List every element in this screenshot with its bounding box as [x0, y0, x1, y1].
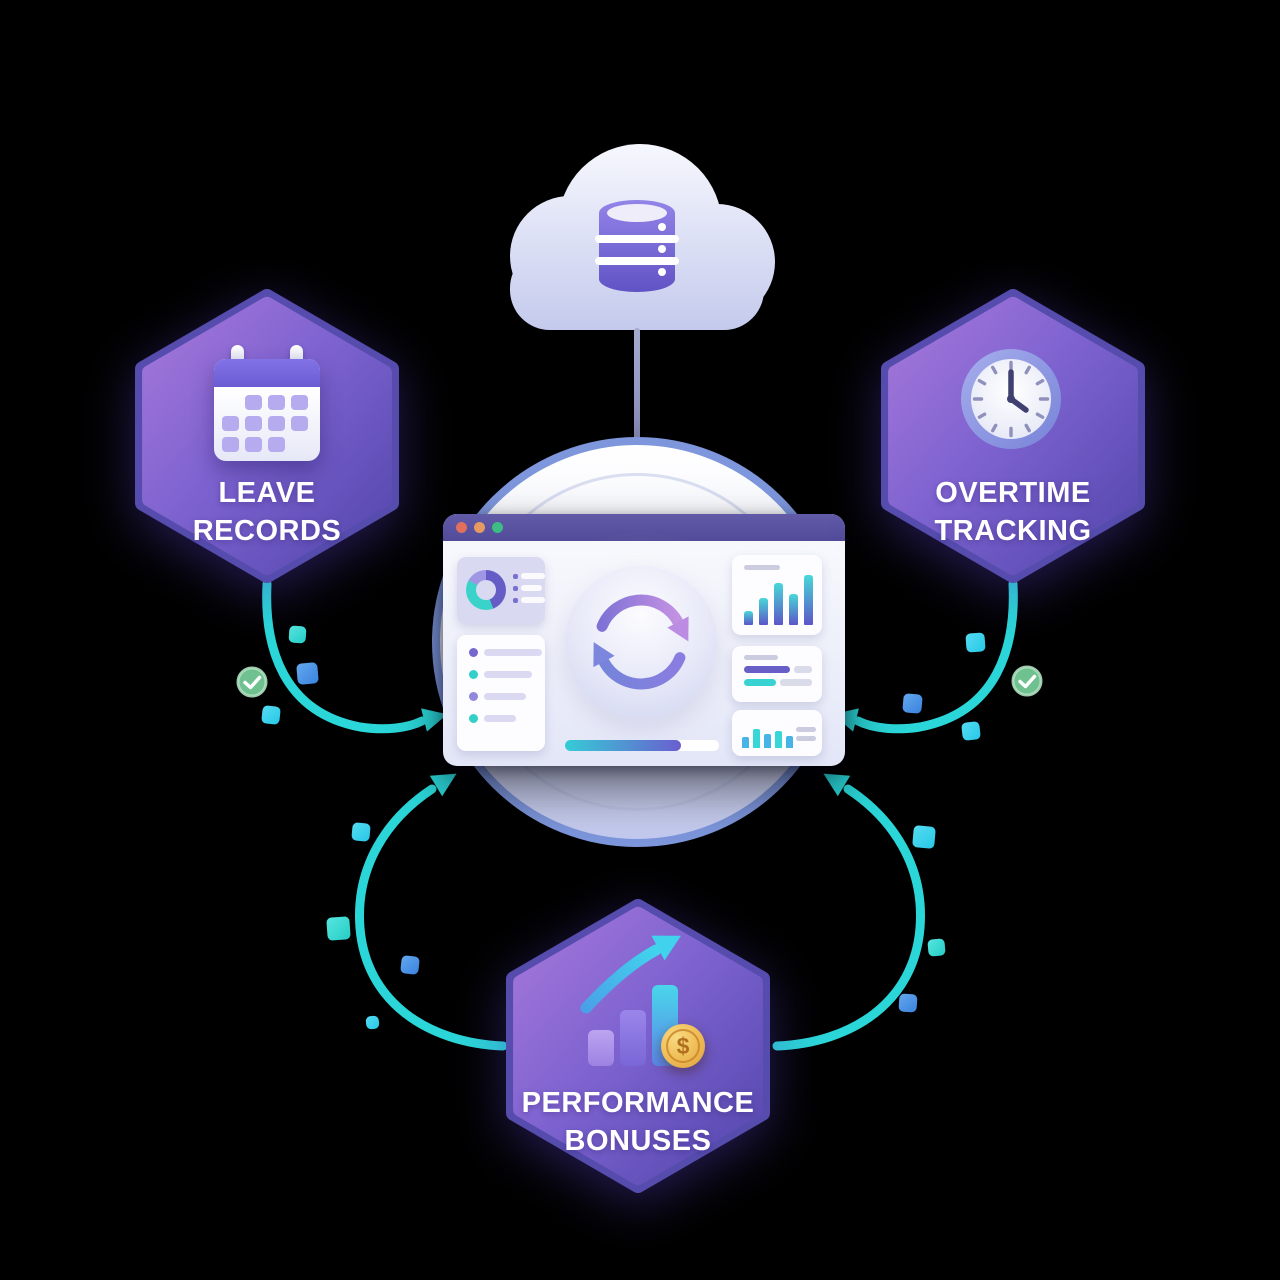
decor-square — [400, 955, 420, 975]
window-close-button — [456, 522, 467, 533]
hexagon-shape — [506, 899, 770, 1193]
cloud-database-node — [470, 138, 804, 338]
task-list-card — [457, 635, 545, 751]
donut-chart-card — [457, 557, 545, 624]
badge-label-line1: PERFORMANCE — [521, 1087, 755, 1119]
mini-bars-icon — [742, 718, 793, 748]
decor-square — [261, 705, 281, 725]
mini-chart-card — [732, 710, 822, 756]
decor-square — [288, 625, 307, 644]
decor-square — [927, 938, 946, 957]
dashboard-window — [443, 514, 845, 766]
cloud-connector-line — [634, 328, 640, 460]
calendar-icon — [214, 345, 320, 461]
decor-square — [365, 1015, 380, 1030]
badge-label-line2: TRACKING — [934, 515, 1092, 547]
badge-performance-bonuses: $ PERFORMANCE BONUSES — [498, 896, 778, 1202]
growth-arrow-icon — [580, 935, 681, 1014]
growth-bar-1 — [588, 1030, 614, 1066]
badge-overtime-tracking: OVERTIME TRACKING — [873, 286, 1153, 592]
bar-chart-icon — [744, 575, 813, 625]
check-icon — [1011, 665, 1043, 697]
window-minimize-button — [474, 522, 485, 533]
database-icon — [595, 200, 679, 292]
coin-icon: $ — [661, 1024, 705, 1068]
arrow-leave-to-center — [262, 579, 427, 734]
decor-square — [902, 693, 923, 714]
badge-leave-records: LEAVE RECORDS — [127, 286, 407, 592]
decor-square — [965, 632, 986, 653]
decor-square — [351, 822, 371, 842]
check-icon — [236, 666, 268, 698]
donut-chart-icon — [466, 570, 506, 610]
progress-bar — [565, 740, 719, 751]
badge-label: OVERTIME TRACKING — [873, 474, 1153, 550]
stats-lines-card — [732, 646, 822, 702]
arrow-center-to-bonus-left — [355, 784, 508, 1051]
badge-label-line2: RECORDS — [192, 515, 342, 547]
clock-icon — [961, 349, 1061, 449]
progress-fill — [565, 740, 681, 751]
window-titlebar — [443, 514, 845, 541]
decor-square — [912, 825, 936, 849]
arrow-overtime-to-center — [853, 579, 1018, 734]
sync-badge — [565, 566, 717, 718]
sync-icon — [593, 594, 689, 690]
cloud-icon — [510, 144, 775, 330]
decor-square — [326, 916, 351, 941]
badge-label: LEAVE RECORDS — [127, 474, 407, 550]
badge-label-line1: LEAVE — [218, 477, 316, 509]
decor-square — [898, 993, 918, 1013]
window-maximize-button — [492, 522, 503, 533]
badge-label-line1: OVERTIME — [935, 477, 1091, 509]
bar-chart-card — [732, 555, 822, 635]
growth-bar-2 — [620, 1010, 646, 1066]
badge-label: PERFORMANCE BONUSES — [498, 1084, 778, 1160]
decor-square — [296, 662, 319, 685]
badge-label-line2: BONUSES — [564, 1125, 712, 1157]
decor-square — [961, 721, 981, 741]
